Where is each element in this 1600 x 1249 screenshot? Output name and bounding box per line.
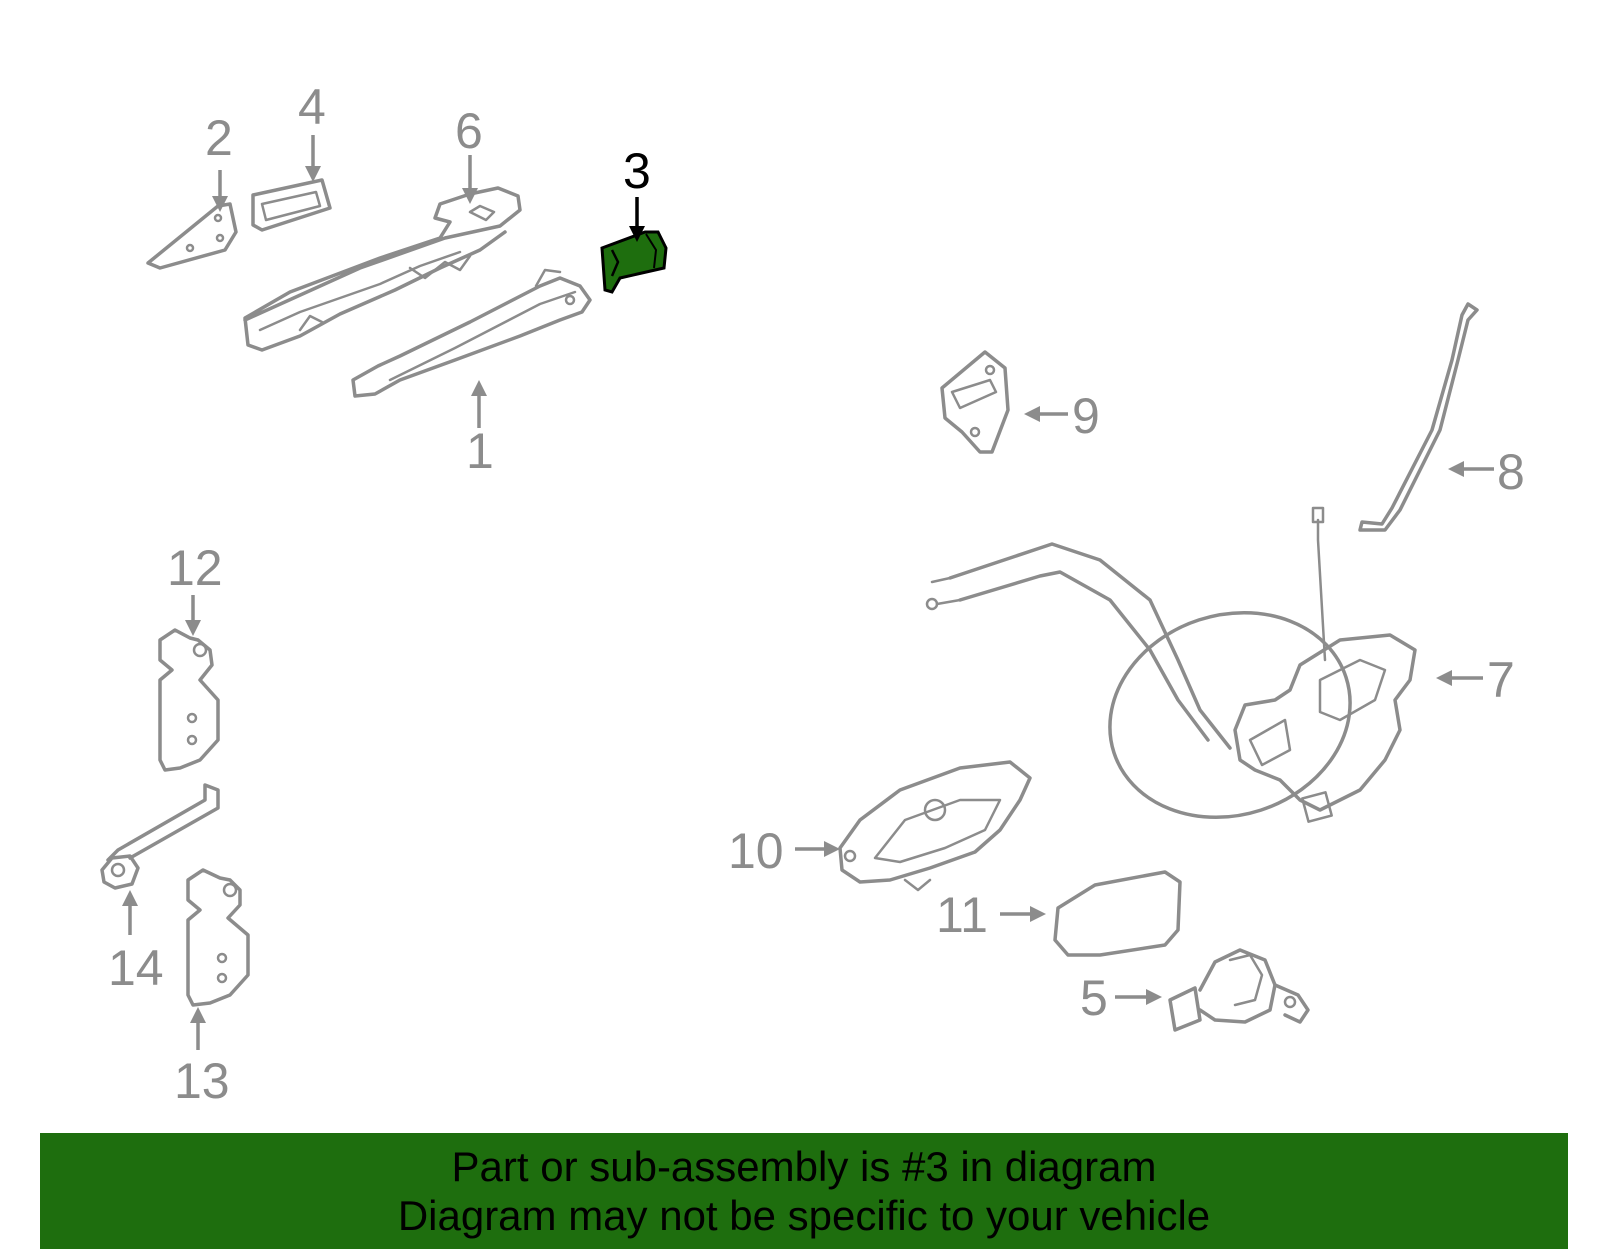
part-3-highlighted[interactable] <box>600 230 668 294</box>
callout-labels: 1 2 3 4 5 6 7 8 9 10 11 12 13 14 <box>108 79 1525 1109</box>
part-4 <box>251 178 332 232</box>
part-13 <box>186 868 250 1007</box>
part-6 <box>243 186 522 352</box>
callout-arrows <box>122 135 1494 1050</box>
banner-line-1: Part or sub-assembly is #3 in diagram <box>451 1143 1157 1190</box>
callout-6: 6 <box>455 103 483 159</box>
part-1 <box>351 268 592 398</box>
callout-1: 1 <box>466 423 494 479</box>
part-10 <box>838 760 1032 892</box>
part-11 <box>1053 870 1182 957</box>
callout-7: 7 <box>1487 652 1515 708</box>
callout-2: 2 <box>205 110 233 166</box>
callout-8: 8 <box>1497 444 1525 500</box>
callout-11: 11 <box>936 887 988 943</box>
callout-13: 13 <box>174 1053 230 1109</box>
part-7 <box>925 506 1417 823</box>
part-2 <box>146 202 238 270</box>
callout-5: 5 <box>1080 970 1108 1026</box>
callout-10: 10 <box>728 823 784 879</box>
part-14 <box>100 783 220 890</box>
part-9 <box>940 350 1010 454</box>
part-8 <box>1358 302 1479 532</box>
info-banner: Part or sub-assembly is #3 in diagram Di… <box>40 1133 1568 1249</box>
part-5 <box>1168 948 1310 1032</box>
part-12 <box>158 628 220 772</box>
banner-line-2: Diagram may not be specific to your vehi… <box>397 1192 1211 1239</box>
callout-3[interactable]: 3 <box>623 143 651 199</box>
callout-14: 14 <box>108 940 164 996</box>
callout-12: 12 <box>167 540 223 596</box>
callout-9: 9 <box>1072 388 1100 444</box>
callout-4: 4 <box>298 79 326 135</box>
